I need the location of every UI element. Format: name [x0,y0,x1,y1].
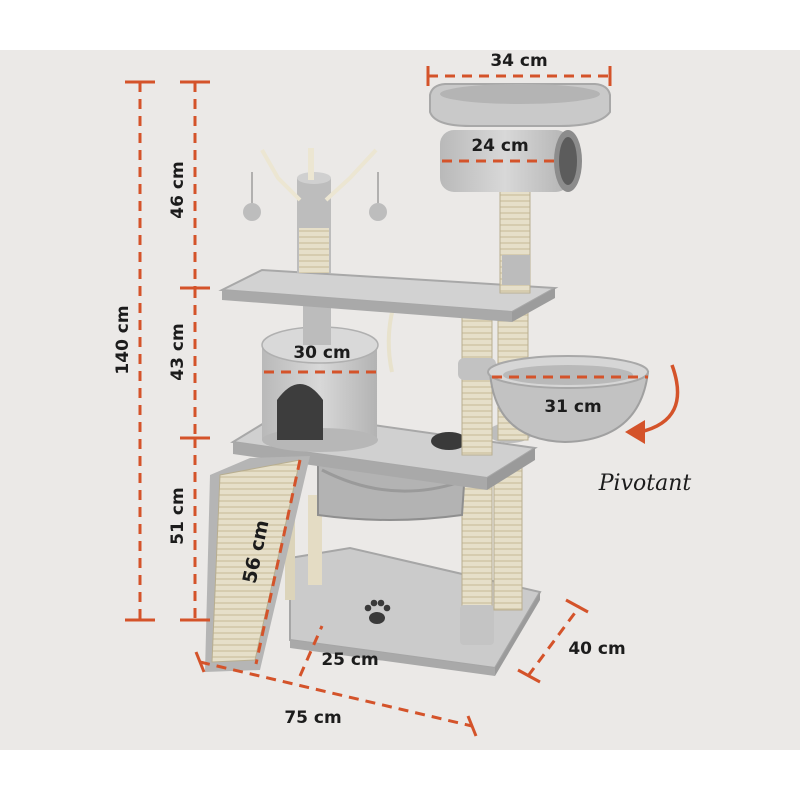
toy-post [243,148,387,273]
label-ramp-width: 25 cm [321,650,378,670]
label-top-width: 34 cm [490,51,547,71]
label-base-depth: 40 cm [568,639,625,659]
dim-line-base-depth [526,605,582,677]
dim-line-base-length [199,660,473,728]
support-leg-left-lower [285,520,295,600]
cat-tree [205,83,650,676]
condo-entrance [277,384,323,440]
support-post-left-lower [308,495,322,585]
scratching-ramp [205,456,310,672]
label-total-height: 140 cm [113,305,133,374]
dimension-lines [138,74,648,728]
label-basket-width: 31 cm [544,397,601,417]
label-base-length: 75 cm [284,708,341,728]
paw-print-icon [364,599,391,624]
toy-ball-left [243,203,261,221]
label-condo-width: 30 cm [293,343,350,363]
tunnel [440,130,582,192]
label-upper-section: 46 cm [168,161,188,218]
top-perch [429,83,611,127]
dimension-ticks [125,66,612,737]
label-middle-section: 43 cm [168,323,188,380]
pivoting-basket [487,355,650,444]
label-tunnel-width: 24 cm [471,136,528,156]
curved-arrow-icon [625,364,680,444]
upper-platform [218,268,559,322]
dim-line-ramp-length [254,459,302,665]
dim-line-ramp-width [298,625,324,677]
plush-cap-front-lower [460,605,494,645]
plush-ring-middle [458,358,496,380]
plush-ring-top [502,255,530,285]
toy-ball-right [369,203,387,221]
label-pivot: Pivotant [598,471,692,496]
label-lower-section: 51 cm [168,487,188,544]
dangling-rope [386,307,395,373]
condo [261,326,379,452]
sisal-post-middle-center [461,314,493,456]
